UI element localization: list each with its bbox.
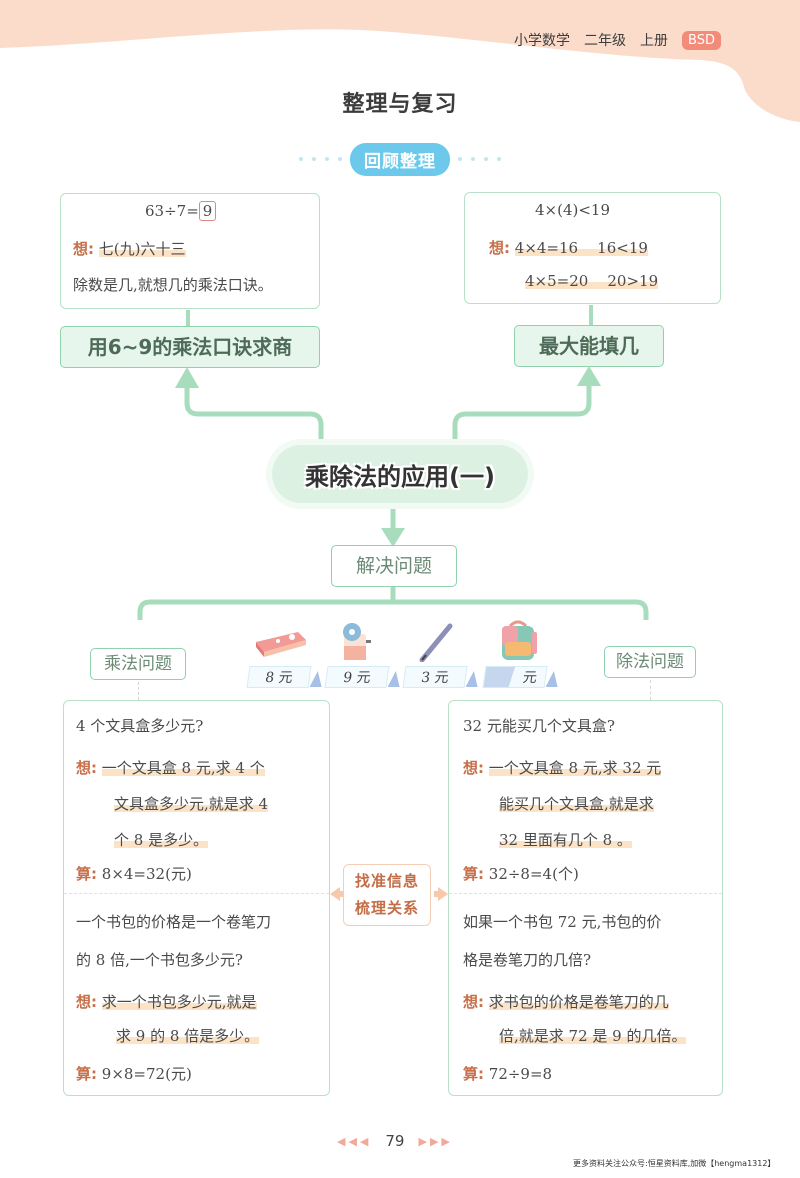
calc-text: 32÷8=4(个) bbox=[488, 865, 579, 883]
decorative-dots-left bbox=[299, 157, 342, 161]
think-row: 想: 一个文具盒 8 元,求 32 元 bbox=[463, 757, 662, 778]
think-line-1: 4×4=16 16<19 bbox=[514, 239, 648, 257]
think-line: 个 8 是多少。 bbox=[114, 831, 209, 849]
inequality-equation: 4×(4)<19 bbox=[535, 201, 611, 219]
price-tag-backpack: 元 bbox=[482, 666, 548, 688]
decorative-dots-right bbox=[458, 157, 501, 161]
pen-icon bbox=[419, 623, 453, 662]
problem-question: 格是卷笔刀的几倍? bbox=[463, 951, 592, 969]
calc-row: 算: 8×4=32(元) bbox=[76, 863, 192, 884]
think-line: 一个文具盒 8 元,求 4 个 bbox=[101, 759, 265, 777]
think-line: 倍,就是求 72 是 9 的几倍。 bbox=[499, 1027, 687, 1045]
think-label: 想: bbox=[76, 759, 97, 777]
pencil-case-icon bbox=[256, 632, 306, 657]
calc-label: 算: bbox=[463, 865, 484, 883]
think-line: 能买几个文具盒,就是求 bbox=[499, 795, 654, 813]
rule-note: 除数是几,就想几的乘法口诀。 bbox=[73, 276, 273, 294]
subject-label: 小学数学 bbox=[514, 33, 570, 49]
multiplication-problems-label: 乘法问题 bbox=[90, 648, 186, 680]
strategy-box: 找准信息 梳理关系 bbox=[343, 864, 431, 926]
price-tag-pencil-case: 8 元 bbox=[246, 666, 312, 688]
prev-arrows-icon: ◀◀◀ bbox=[337, 1134, 372, 1148]
calc-row: 算: 32÷8=4(个) bbox=[463, 863, 579, 884]
think-row: 想: 一个文具盒 8 元,求 4 个 bbox=[76, 757, 265, 778]
think-line: 32 里面有几个 8 。 bbox=[499, 831, 632, 849]
left-example-card: 63÷7=9 想: 七(九)六十三 除数是几,就想几的乘法口诀。 bbox=[60, 193, 320, 309]
think-line-2: 4×5=20 20>19 bbox=[525, 272, 659, 290]
strategy-line-2: 梳理关系 bbox=[354, 899, 419, 917]
page-footer: ◀◀◀ 79 ▶▶▶ bbox=[337, 1132, 453, 1150]
divider bbox=[449, 893, 722, 894]
branch-label-solve-problems: 解决问题 bbox=[331, 545, 457, 587]
footer-note: 更多资料关注公众号:恒星资料库,加微【hengma1312】 bbox=[573, 1159, 776, 1168]
calc-text: 72÷9=8 bbox=[488, 1065, 553, 1083]
grade-label: 二年级 bbox=[584, 33, 626, 49]
problem-question: 32 元能买几个文具盒? bbox=[463, 717, 615, 735]
think-line-2-row: 4×5=20 20>19 bbox=[525, 272, 659, 290]
price-tag-sharpener: 9 元 bbox=[324, 666, 390, 688]
calc-label: 算: bbox=[76, 865, 97, 883]
think-line: 求一个书包多少元,就是 bbox=[101, 993, 257, 1011]
think-row: 想: 4×4=16 16<19 bbox=[489, 237, 648, 258]
multiplication-problems-card: 4 个文具盒多少元? 想: 一个文具盒 8 元,求 4 个 文具盒多少元,就是求… bbox=[63, 700, 330, 1096]
book-meta: 小学数学 二年级 上册 BSD bbox=[514, 30, 721, 50]
divider bbox=[64, 893, 329, 894]
problem-question: 的 8 倍,一个书包多少元? bbox=[76, 951, 243, 969]
price-tag-pen: 3 元 bbox=[402, 666, 468, 688]
calc-row: 算: 72÷9=8 bbox=[463, 1063, 552, 1084]
think-line: 文具盒多少元,就是求 4 bbox=[114, 795, 269, 813]
section-header: 回顾整理 bbox=[260, 142, 540, 176]
division-problems-card: 32 元能买几个文具盒? 想: 一个文具盒 8 元,求 32 元 能买几个文具盒… bbox=[448, 700, 723, 1096]
think-line: 求书包的价格是卷笔刀的几 bbox=[488, 993, 669, 1011]
think-label: 想: bbox=[76, 993, 97, 1011]
think-line: 一个文具盒 8 元,求 32 元 bbox=[488, 759, 662, 777]
dashed-connector bbox=[138, 682, 139, 700]
answer-box: 9 bbox=[198, 201, 217, 221]
think-label: 想: bbox=[73, 240, 94, 258]
connector-line bbox=[589, 305, 593, 325]
volume-label: 上册 bbox=[640, 33, 668, 49]
calc-label: 算: bbox=[76, 1065, 97, 1083]
branch-label-max-fill: 最大能填几 bbox=[514, 325, 664, 367]
calc-text: 8×4=32(元) bbox=[101, 865, 192, 883]
header-wave-background bbox=[0, 0, 800, 122]
think-row: 想: 求书包的价格是卷笔刀的几 bbox=[463, 991, 669, 1012]
think-label: 想: bbox=[489, 239, 510, 257]
think-line: 求 9 的 8 倍是多少。 bbox=[116, 1027, 260, 1045]
double-arrow-icon bbox=[330, 887, 448, 901]
think-label: 想: bbox=[463, 993, 484, 1011]
division-problems-label: 除法问题 bbox=[604, 646, 696, 678]
think-row: 想: 求一个书包多少元,就是 bbox=[76, 991, 257, 1012]
next-arrows-icon: ▶▶▶ bbox=[418, 1134, 453, 1148]
calc-label: 算: bbox=[463, 1065, 484, 1083]
backpack-icon bbox=[502, 620, 537, 660]
right-example-card: 4×(4)<19 想: 4×4=16 16<19 4×5=20 20>19 bbox=[464, 192, 721, 304]
connector-line bbox=[186, 310, 190, 326]
page-number: 79 bbox=[385, 1132, 405, 1150]
problem-question: 如果一个书包 72 元,书包的价 bbox=[463, 913, 662, 931]
dashed-connector bbox=[650, 680, 651, 700]
calc-row: 算: 9×8=72(元) bbox=[76, 1063, 192, 1084]
mindmap-arrows bbox=[137, 366, 649, 620]
edition-badge: BSD bbox=[682, 30, 721, 50]
think-text: 七(九)六十三 bbox=[98, 240, 186, 258]
section-pill: 回顾整理 bbox=[350, 142, 450, 176]
think-label: 想: bbox=[463, 759, 484, 777]
pencil-sharpener-icon bbox=[343, 623, 371, 660]
equation-text: 63÷7= bbox=[145, 202, 199, 220]
strategy-line-1: 找准信息 bbox=[354, 872, 419, 890]
calc-text: 9×8=72(元) bbox=[101, 1065, 192, 1083]
problem-question: 4 个文具盒多少元? bbox=[76, 717, 204, 735]
central-topic: 乘除法的应用(一) bbox=[272, 445, 528, 503]
branch-label-quotient: 用6~9的乘法口诀求商 bbox=[60, 326, 320, 368]
think-row: 想: 七(九)六十三 bbox=[73, 238, 186, 259]
problem-question: 一个书包的价格是一个卷笔刀 bbox=[76, 913, 272, 931]
page-title: 整理与复习 bbox=[342, 92, 458, 117]
division-equation: 63÷7=9 bbox=[145, 201, 217, 221]
